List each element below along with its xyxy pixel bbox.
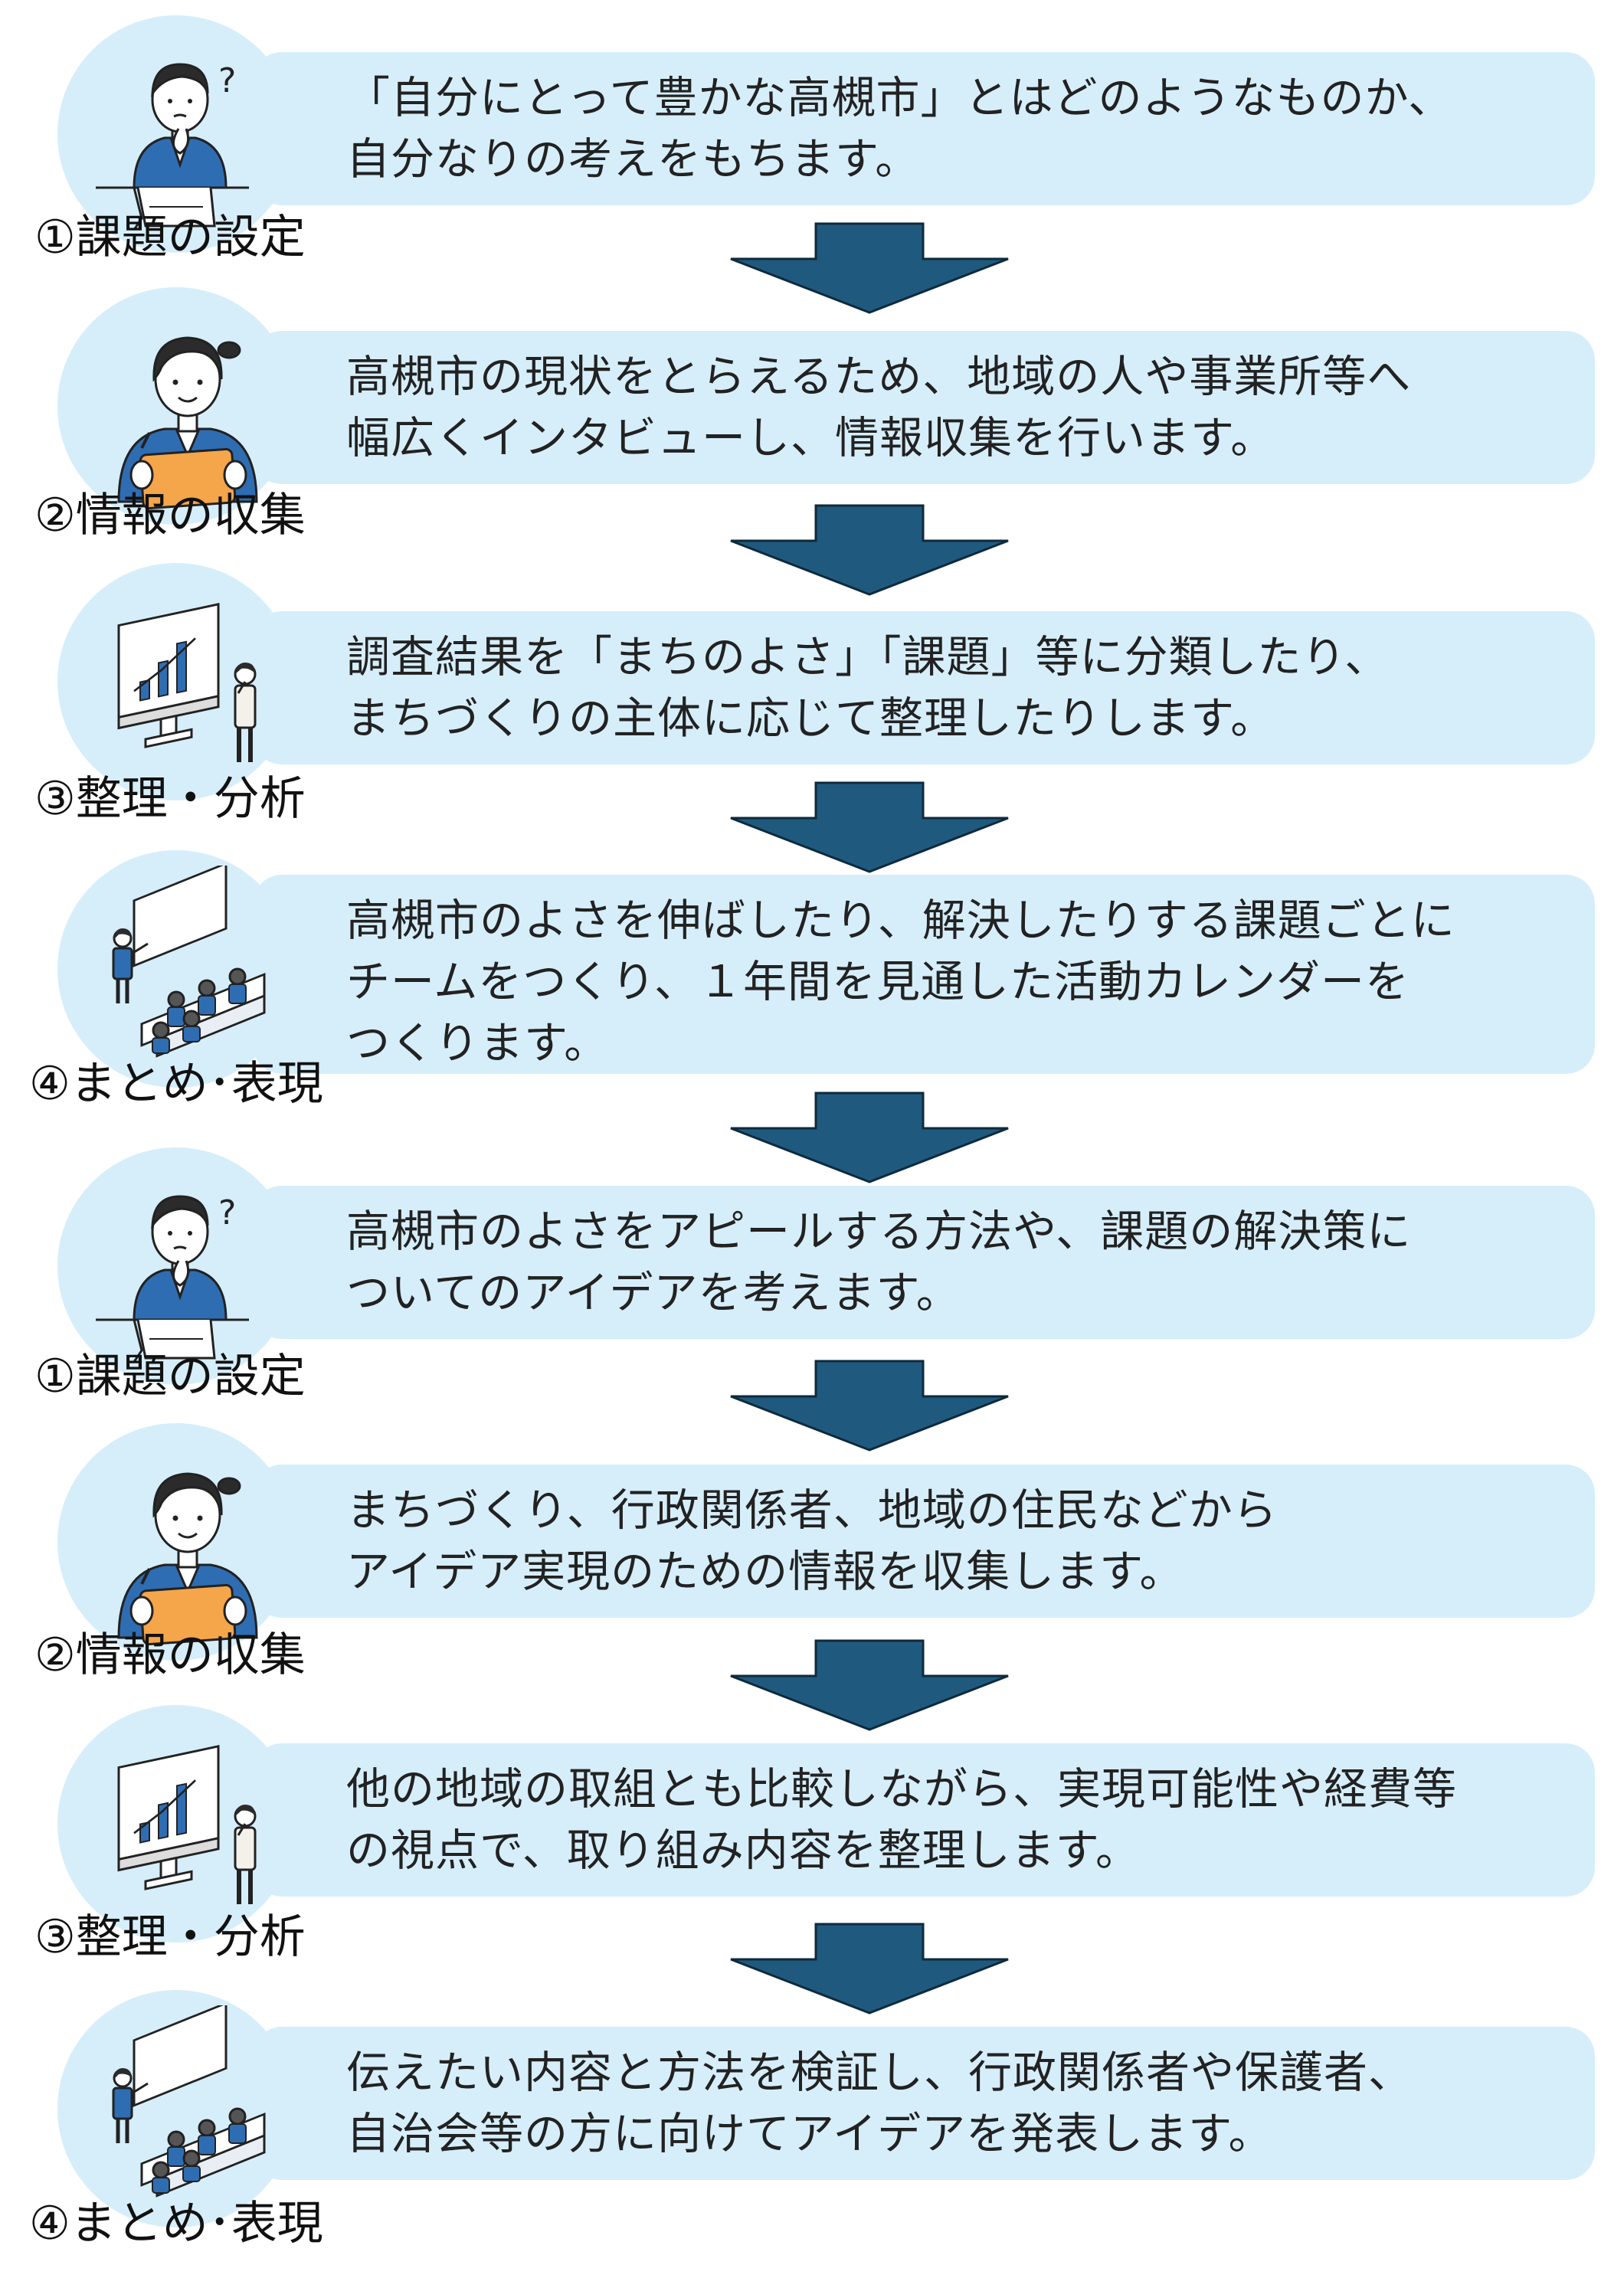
- step-description-line: まちづくりの主体に応じて整理したりします。: [346, 693, 1275, 744]
- step-description-line: 自治会等の方に向けてアイデアを発表します。: [346, 2109, 1273, 2159]
- step-description-line: 他の地域の取組とも比較しながら、実現可能性や経費等: [346, 1764, 1457, 1815]
- step-description-line: アイデア実現のための情報を収集します。: [346, 1546, 1184, 1597]
- step-description-bubble: [253, 1465, 1595, 1618]
- monitor-chart-person-icon: [88, 1720, 272, 1927]
- step-description: 他の地域の取組とも比較しながら、実現可能性や経費等の視点で、取り組み内容を整理し…: [346, 1759, 1457, 1881]
- step-label: ②情報の収集: [34, 489, 306, 542]
- step-label: ③整理・分析: [34, 772, 306, 826]
- step-description-bubble: [253, 611, 1595, 764]
- step-description: 高槻市のよさを伸ばしたり、解決したりする課題ごとにチームをつくり、１年間を見通し…: [346, 890, 1455, 1074]
- student-tablet-icon: [117, 1472, 258, 1645]
- step-description-line: 伝えたい内容と方法を検証し、行政関係者や保護者、: [346, 2047, 1413, 2098]
- step-description-line: チームをつくり、１年間を見通した活動カレンダーを: [346, 957, 1410, 1007]
- step-description-line: まちづくり、行政関係者、地域の住民などから: [346, 1485, 1278, 1536]
- step-label: ①課題の設定: [34, 1350, 306, 1403]
- down-arrow-icon: [730, 1639, 1009, 1731]
- classroom-presentation-icon: [88, 866, 272, 1072]
- step-description-line: ついてのアイデアを考えます。: [346, 1268, 961, 1318]
- step-description-bubble: [253, 2027, 1595, 2180]
- step-description: まちづくり、行政関係者、地域の住民などからアイデア実現のための情報を収集します。: [346, 1480, 1278, 1602]
- step-description: 高槻市のよさをアピールする方法や、課題の解決策についてのアイデアを考えます。: [346, 1201, 1411, 1324]
- step-description-line: 高槻市の現状をとらえるため、地域の人や事業所等へ: [346, 352, 1412, 402]
- step-description-line: の視点で、取り組み内容を整理します。: [346, 1825, 1141, 1876]
- down-arrow-icon: [730, 504, 1009, 596]
- down-arrow-icon: [730, 1092, 1009, 1183]
- step-description-line: 自分なりの考えをもちます。: [346, 134, 920, 185]
- step-description-bubble: [253, 1743, 1595, 1897]
- step-label: ③整理・分析: [34, 1910, 306, 1964]
- step-description: 調査結果を「まちのよさ」「課題」等に分類したり、まちづくりの主体に応じて整理した…: [346, 627, 1389, 749]
- monitor-chart-person-icon: [88, 578, 272, 785]
- classroom-presentation-icon: [88, 2005, 272, 2212]
- down-arrow-icon: [730, 222, 1009, 314]
- step-description-bubble: [253, 1186, 1595, 1339]
- down-arrow-icon: [730, 1360, 1009, 1452]
- step-description-line: つくります。: [346, 1018, 609, 1069]
- step-description-bubble: [253, 52, 1595, 205]
- step-label: ④まとめ･表現: [29, 2197, 323, 2250]
- step-description-line: 調査結果を「まちのよさ」「課題」等に分類したり、: [346, 632, 1390, 682]
- step-label: ④まとめ･表現: [29, 1057, 323, 1111]
- step-label: ①課題の設定: [34, 211, 306, 264]
- step-description-bubble: [253, 331, 1595, 484]
- step-description-line: 高槻市のよさを伸ばしたり、解決したりする課題ごとに: [346, 895, 1455, 946]
- student-thinking-notebook-icon: [94, 60, 250, 231]
- down-arrow-icon: [730, 1923, 1009, 2015]
- step-description-line: 高槻市のよさをアピールする方法や、課題の解決策に: [346, 1206, 1412, 1257]
- student-thinking-notebook-icon: [94, 1192, 250, 1363]
- student-tablet-icon: [117, 336, 258, 509]
- step-label: ②情報の収集: [34, 1628, 306, 1682]
- down-arrow-icon: [730, 781, 1009, 873]
- step-description: 伝えたい内容と方法を検証し、行政関係者や保護者、自治会等の方に向けてアイデアを発…: [346, 2042, 1413, 2165]
- step-description: 「自分にとって豊かな高槻市」とはどのようなものか、自分なりの考えをもちます。: [346, 67, 1452, 190]
- step-description-bubble: [253, 875, 1595, 1074]
- step-description-line: 「自分にとって豊かな高槻市」とはどのようなものか、: [346, 73, 1453, 123]
- step-description: 高槻市の現状をとらえるため、地域の人や事業所等へ幅広くインタビューし、情報収集を…: [346, 346, 1411, 469]
- step-description-line: 幅広くインタビューし、情報収集を行います。: [346, 413, 1275, 463]
